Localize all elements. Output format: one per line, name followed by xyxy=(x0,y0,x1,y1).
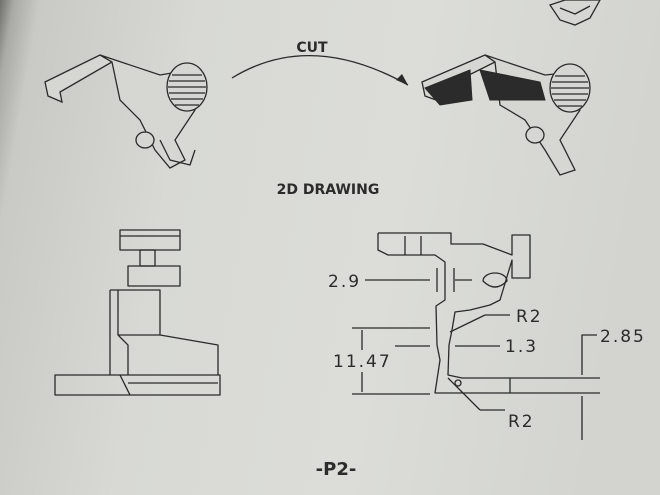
cut-arrow xyxy=(231,55,409,86)
dim-radius-lower: R2 xyxy=(508,412,535,432)
page-label: -P2- xyxy=(316,459,357,480)
part-isometric-cut xyxy=(421,0,601,176)
dim-height: 11.47 xyxy=(333,352,392,372)
cut-label: CUT xyxy=(296,40,328,56)
dim-thickness-neck: 1.3 xyxy=(505,337,538,357)
section-title: 2D DRAWING xyxy=(277,182,380,198)
arrow-head-icon xyxy=(396,74,408,85)
dim-radius-upper: R2 xyxy=(516,307,543,327)
front-view-drawing xyxy=(352,232,600,440)
part-isometric-original xyxy=(44,54,208,169)
dim-bar-height: 2.85 xyxy=(600,327,646,347)
side-view-drawing xyxy=(54,229,221,396)
dim-thickness-top: 2.9 xyxy=(328,272,361,292)
